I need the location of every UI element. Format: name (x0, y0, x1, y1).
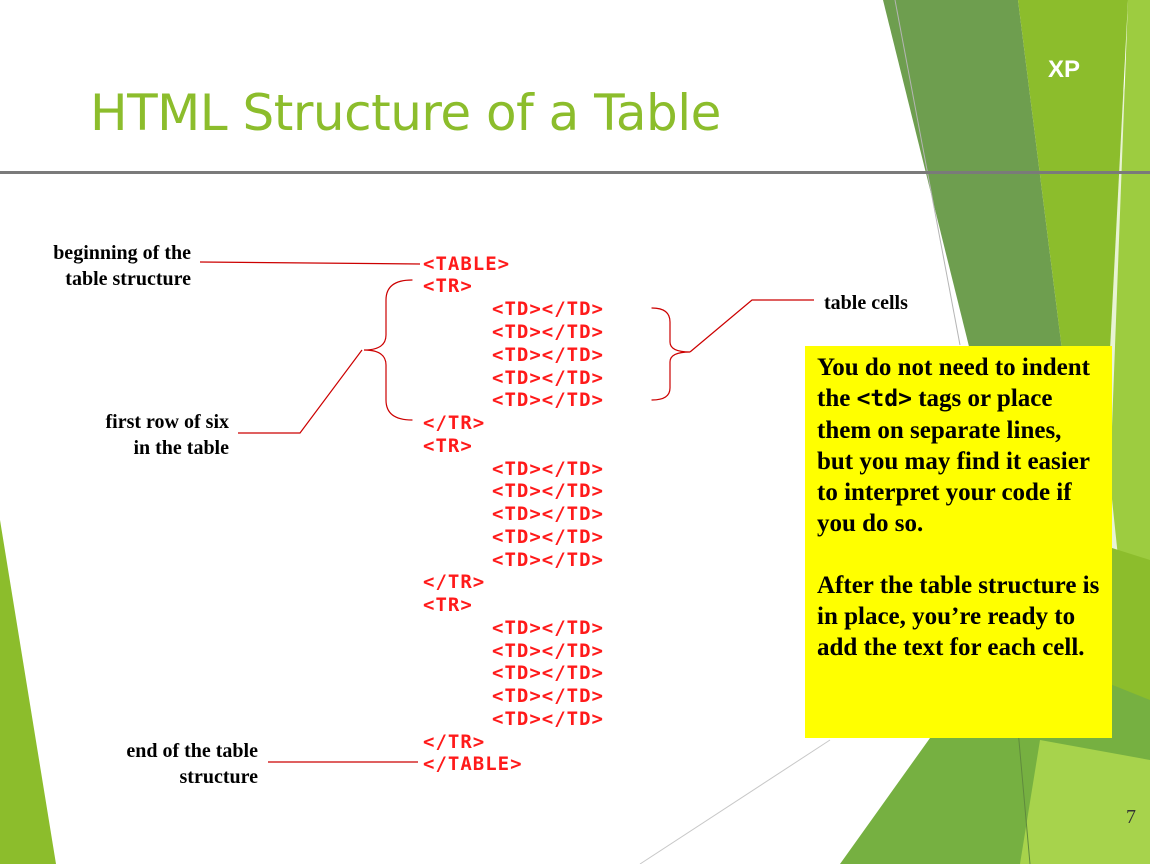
td-tag-code: <td> (856, 386, 912, 412)
code-cell: <TD></TD> (492, 526, 604, 548)
code-table-close: </TABLE> (423, 753, 523, 775)
slide-title: HTML Structure of a Table (90, 84, 721, 142)
code-table-open: <TABLE> (423, 253, 511, 275)
code-cell: <TD></TD> (492, 298, 604, 320)
code-row-open: <TR> (423, 435, 473, 457)
code-row-open: <TR> (423, 594, 473, 616)
tip-box: You do not need to indent the <td> tags … (805, 346, 1112, 738)
code-cell: <TD></TD> (492, 389, 604, 411)
tip-text: tags or place them on separate lines, bu… (817, 385, 1090, 537)
code-row-close: </TR> (423, 571, 486, 593)
code-cell: <TD></TD> (492, 480, 604, 502)
code-cell: <TD></TD> (492, 321, 604, 343)
tip-paragraph: After the table structure is in place, y… (817, 572, 1100, 661)
code-cell: <TD></TD> (492, 640, 604, 662)
code-row-close: </TR> (423, 412, 486, 434)
code-row-close: </TR> (423, 731, 486, 753)
code-cell: <TD></TD> (492, 367, 604, 389)
code-cell: <TD></TD> (492, 549, 604, 571)
label-beginning: beginning of the table structure (53, 242, 191, 290)
code-cell: <TD></TD> (492, 708, 604, 730)
code-cell: <TD></TD> (492, 503, 604, 525)
label-end: end of the table structure (126, 740, 258, 788)
label-first-row: first row of six in the table (105, 411, 230, 459)
tip-text: You do not need to indent the (817, 354, 1090, 412)
tip-paragraph: You do not need to indent the <td> tags … (817, 352, 1100, 539)
page-number: 7 (1126, 806, 1136, 828)
code-row-open: <TR> (423, 275, 473, 297)
code-cell: <TD></TD> (492, 617, 604, 639)
code-cell: <TD></TD> (492, 685, 604, 707)
code-cell: <TD></TD> (492, 344, 604, 366)
code-cell: <TD></TD> (492, 662, 604, 684)
xp-badge: XP (1048, 56, 1081, 83)
code-cell: <TD></TD> (492, 458, 604, 480)
title-divider (0, 171, 1150, 174)
label-cells: table cells (824, 292, 908, 314)
